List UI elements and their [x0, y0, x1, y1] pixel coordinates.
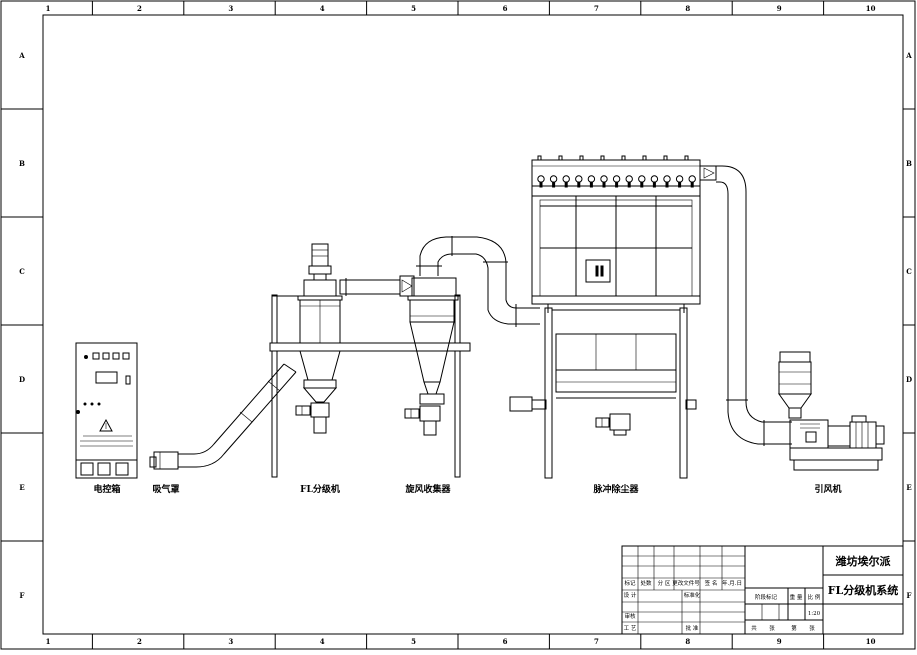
zone-row-left-E: E [19, 483, 24, 492]
pulse-valve [549, 175, 558, 183]
zone-col-bottom-9: 9 [777, 637, 782, 646]
hdr-change-doc: 更改文件号 [672, 579, 700, 587]
company-name: 潍坊埃尔派 [836, 554, 892, 568]
zone-row-left-A: A [18, 51, 25, 60]
zone-row-right-B: B [906, 159, 912, 168]
pulse-valve [587, 175, 596, 183]
inner-frame [42, 14, 904, 635]
hdr-approve: 批 准 [686, 624, 699, 632]
duct-collector-to-fan [716, 165, 792, 446]
pulse-dust-collector [509, 155, 717, 479]
hdr-zone: 分 区 [658, 579, 671, 587]
pulse-valve [625, 175, 633, 183]
hdr-standardize: 标准化 [684, 591, 701, 599]
hdr-sign: 签 名 [705, 579, 718, 587]
hdr-stage-mark: 阶段标记 [755, 593, 778, 601]
zone-col-bottom-5: 5 [411, 637, 416, 646]
zone-col-bottom-7: 7 [594, 637, 599, 646]
zone-col-bottom-1: 1 [46, 637, 51, 646]
control-cabinet [75, 342, 138, 479]
pulse-valve [612, 175, 621, 183]
hdr-count: 处数 [640, 579, 652, 587]
zone-col-bottom-3: 3 [228, 637, 233, 646]
zone-row-right-D: D [906, 375, 912, 384]
zone-col-top-3: 3 [228, 4, 233, 13]
pulse-valve [675, 175, 684, 183]
duct-cyclone-to-collector [416, 236, 540, 327]
zone-col-top-5: 5 [411, 4, 416, 13]
hdr-total: 共 [751, 624, 757, 632]
zone-col-top-4: 4 [320, 4, 325, 13]
zone-col-bottom-2: 2 [137, 637, 142, 646]
label-classifier: FL分级机 [300, 483, 340, 495]
pulse-valve [688, 175, 696, 183]
zone-col-top-7: 7 [594, 4, 599, 13]
pulse-valve [537, 175, 545, 183]
drawing-title: FL分级机系统 [828, 583, 899, 597]
hdr-sheets: 张 [769, 624, 775, 632]
label-dust-collector: 脉冲除尘器 [592, 483, 639, 495]
zone-col-top-8: 8 [685, 4, 690, 13]
classifier-frame [269, 294, 471, 478]
pulse-valve [575, 175, 583, 183]
zone-row-right-F: F [907, 591, 912, 600]
zone-row-right-E: E [906, 483, 911, 492]
title-block: 潍坊埃尔派 FL分级机系统 标记 处数 分 区 更改文件号 签 名 年.月.日 … [621, 545, 904, 635]
zone-col-bottom-6: 6 [503, 637, 508, 646]
zone-col-bottom-10: 10 [866, 637, 876, 646]
zone-row-left-D: D [19, 375, 25, 384]
zone-row-right-A: A [905, 51, 912, 60]
zone-col-top-2: 2 [137, 4, 142, 13]
pulse-valve [663, 175, 671, 183]
label-cyclone: 旋风收集器 [404, 483, 451, 495]
hdr-mark: 标记 [624, 579, 636, 587]
zone-col-top-1: 1 [46, 4, 51, 13]
zone-col-top-6: 6 [503, 4, 508, 13]
hdr-weight: 重 量 [790, 593, 803, 601]
hdr-review: 审核 [624, 612, 636, 620]
hdr-sheet-no: 第 [791, 624, 797, 632]
pulse-valves [537, 155, 696, 188]
label-control-cabinet: 电控箱 [93, 483, 120, 495]
pulse-valve [600, 175, 608, 183]
zone-col-bottom-8: 8 [685, 637, 690, 646]
label-intake-hood: 吸气罩 [152, 483, 179, 495]
induced-draft-fan [778, 351, 885, 471]
label-fan: 引风机 [814, 483, 841, 495]
hdr-design: 设 计 [624, 591, 637, 599]
zone-row-left-C: C [19, 267, 25, 276]
pulse-valve [650, 175, 659, 183]
pulse-valve [638, 175, 646, 183]
classifier [295, 243, 401, 434]
zone-col-top-9: 9 [777, 4, 782, 13]
hdr-process: 工 艺 [624, 625, 637, 632]
feed-duct [178, 363, 297, 468]
zone-row-left-F: F [20, 591, 25, 600]
pulse-valve [562, 175, 570, 183]
hdr-date: 年.月.日 [722, 579, 742, 587]
scale-value: 1:20 [808, 611, 821, 617]
zone-col-bottom-4: 4 [320, 637, 325, 646]
zone-col-top-10: 10 [866, 4, 876, 13]
intake-hood [149, 451, 179, 470]
zone-row-left-B: B [19, 159, 25, 168]
cyclone-collector [399, 275, 459, 436]
zone-row-right-C: C [906, 267, 912, 276]
hdr-ratio: 比 例 [808, 593, 821, 601]
hdr-sheet-unit: 张 [809, 624, 815, 632]
